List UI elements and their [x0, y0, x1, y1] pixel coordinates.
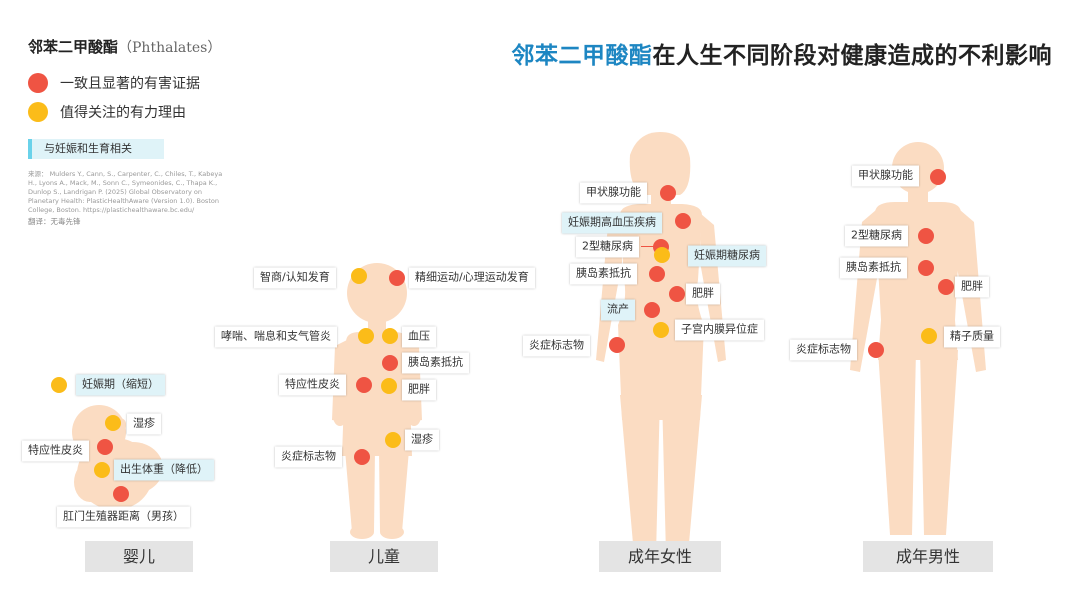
page-title-highlight: 邻苯二甲酸酯 — [511, 43, 653, 69]
child-blood-pressure-label: 血压 — [402, 326, 436, 348]
yellow-dot-icon — [28, 102, 48, 122]
child-atopic-dermatitis-dot — [356, 377, 372, 393]
child-inflammation-dot — [354, 449, 370, 465]
child-eczema-label: 湿疹 — [405, 429, 439, 451]
man-sperm-quality-label: 精子质量 — [944, 326, 1000, 348]
red-dot-icon — [28, 73, 48, 93]
page-title-rest: 在人生不同阶段对健康造成的不利影响 — [652, 43, 1052, 69]
infant-anogenital-dot — [113, 486, 129, 502]
woman-diabetes-leader — [641, 246, 660, 247]
woman-obesity-label: 肥胖 — [686, 283, 720, 305]
infant-atopic-dermatitis-label: 特应性皮炎 — [22, 440, 89, 462]
woman-inflammation-label: 炎症标志物 — [523, 335, 590, 357]
man-insulin-dot — [918, 260, 934, 276]
woman-gestational-diabetes-label: 妊娠期糖尿病 — [688, 245, 766, 267]
legend-title: 邻苯二甲酸酯（Phthalates） — [28, 36, 221, 57]
child-atopic-dermatitis-label: 特应性皮炎 — [279, 374, 346, 396]
woman-type2-diabetes-label: 2型糖尿病 — [576, 236, 639, 258]
woman-miscarriage-label: 流产 — [601, 299, 635, 321]
child-asthma-label: 哮喘、喘息和支气管炎 — [215, 326, 337, 348]
child-iq-label: 智商/认知发育 — [254, 267, 336, 289]
stage-woman: 成年女性 — [599, 541, 721, 572]
stage-infant: 婴儿 — [85, 541, 193, 572]
woman-inflammation-dot — [609, 337, 625, 353]
child-inflammation-label: 炎症标志物 — [275, 446, 342, 468]
woman-endometriosis-label: 子宫内膜异位症 — [675, 319, 764, 341]
man-thyroid-label: 甲状腺功能 — [852, 165, 919, 187]
infant-eczema-dot — [105, 415, 121, 431]
legend-strong-label: 一致且显著的有害证据 — [60, 76, 200, 92]
man-inflammation-label: 炎症标志物 — [790, 339, 857, 361]
child-eczema-dot — [385, 432, 401, 448]
infant-gestation-dot — [51, 377, 67, 393]
woman-silhouette — [596, 132, 726, 555]
infant-birth-weight-dot — [94, 462, 110, 478]
child-motor-dot — [389, 270, 405, 286]
legend-pregnancy: 与妊娠和生育相关 — [28, 139, 164, 159]
child-asthma-dot — [358, 328, 374, 344]
child-obesity-dot — [381, 378, 397, 394]
woman-endometriosis-dot — [653, 322, 669, 338]
stage-man: 成年男性 — [863, 541, 993, 572]
man-type2-diabetes-label: 2型糖尿病 — [845, 225, 908, 247]
child-iq-dot — [351, 268, 367, 284]
man-thyroid-dot — [930, 169, 946, 185]
infant-birth-weight-label: 出生体重（降低） — [114, 459, 214, 481]
legend-title-latin: （Phthalates） — [118, 40, 222, 56]
woman-gestational-diabetes-dot — [654, 247, 670, 263]
stage-child: 儿童 — [330, 541, 438, 572]
woman-thyroid-dot — [660, 185, 676, 201]
man-type2-diabetes-dot — [918, 228, 934, 244]
page-title: 邻苯二甲酸酯在人生不同阶段对健康造成的不利影响 — [512, 36, 1053, 70]
man-insulin-label: 胰岛素抵抗 — [840, 257, 907, 279]
child-motor-label: 精细运动/心理运动发育 — [409, 267, 535, 289]
infant-gestation-label: 妊娠期（缩短） — [76, 374, 165, 396]
woman-gestational-hypertension-label: 妊娠期高血压疾病 — [562, 212, 662, 234]
man-sperm-quality-dot — [921, 328, 937, 344]
legend-title-chinese: 邻苯二甲酸酯 — [28, 38, 119, 56]
woman-insulin-label: 胰岛素抵抗 — [570, 263, 637, 285]
child-insulin-label: 胰岛素抵抗 — [402, 352, 469, 374]
man-obesity-dot — [938, 279, 954, 295]
woman-miscarriage-dot — [644, 302, 660, 318]
child-insulin-dot — [382, 355, 398, 371]
woman-obesity-dot — [669, 286, 685, 302]
child-silhouette — [332, 263, 422, 539]
source-citation: 来源： Mulders Y., Cann, S., Carpenter, C.,… — [28, 170, 223, 214]
woman-gestational-hypertension-dot — [675, 213, 691, 229]
woman-thyroid-label: 甲状腺功能 — [580, 182, 647, 204]
child-obesity-label: 肥胖 — [402, 379, 436, 401]
legend-strong: 一致且显著的有害证据 — [28, 73, 200, 93]
child-blood-pressure-dot — [382, 328, 398, 344]
infant-eczema-label: 湿疹 — [127, 413, 161, 435]
infant-anogenital-label: 肛门生殖器距离（男孩） — [57, 506, 190, 528]
legend-moderate: 值得关注的有力理由 — [28, 102, 186, 122]
infant-atopic-dermatitis-dot — [97, 439, 113, 455]
woman-insulin-dot — [649, 266, 665, 282]
translator-credit: 翻译：无毒先锋 — [28, 217, 81, 226]
legend-moderate-label: 值得关注的有力理由 — [60, 105, 186, 121]
man-inflammation-dot — [868, 342, 884, 358]
man-obesity-label: 肥胖 — [955, 276, 989, 298]
